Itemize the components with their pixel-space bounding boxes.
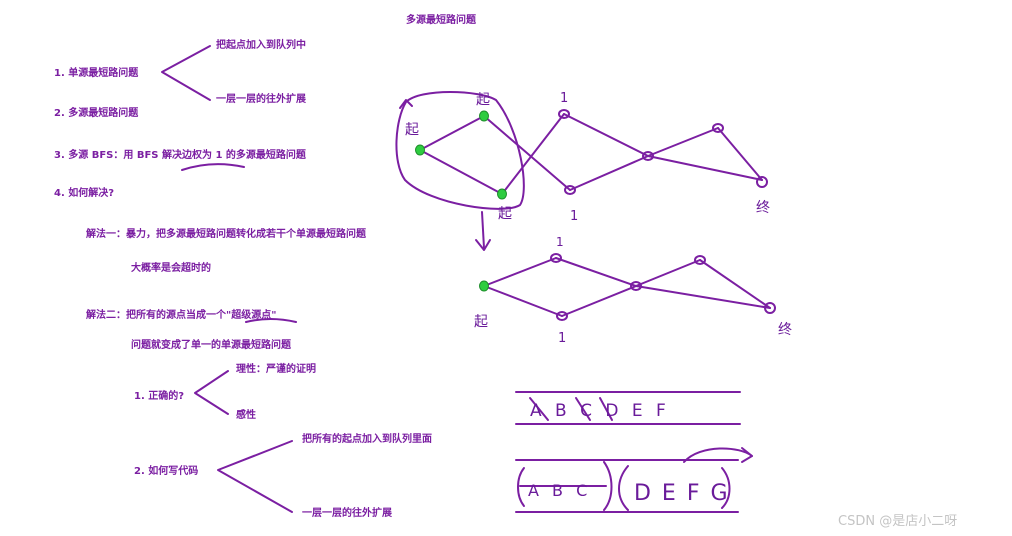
underline-edge-weight — [181, 163, 245, 171]
bracket-write-code — [217, 440, 293, 513]
queue-top-letters: A B C D E F — [530, 401, 670, 421]
bracket-correctness — [194, 370, 229, 415]
solution-two-note: 问题就变成了单一的单源最短路问题 — [131, 340, 291, 351]
edge — [647, 155, 763, 181]
source-node — [479, 110, 489, 122]
branch-enqueue-all: 把所有的起点加入到队列里面 — [302, 434, 432, 445]
start-mark: 起 — [476, 92, 490, 108]
group-paren-left — [618, 465, 629, 511]
start-mark: 起 — [405, 122, 419, 138]
edge — [647, 127, 719, 157]
branch-rational: 理性：严谨的证明 — [236, 364, 316, 375]
graph-node — [630, 281, 642, 291]
edge — [635, 285, 771, 309]
graph-node — [694, 255, 706, 265]
edge — [569, 155, 649, 191]
edge — [699, 259, 771, 309]
end-mark: 终 — [756, 200, 770, 216]
graph-node — [642, 151, 654, 161]
edge — [419, 149, 503, 195]
edge — [563, 113, 649, 157]
layer-label: 1 — [558, 331, 566, 346]
graph-node-end — [756, 176, 768, 188]
graph-node — [550, 253, 562, 263]
start-mark: 起 — [474, 314, 488, 330]
down-arrow-head-icon — [475, 239, 491, 251]
edge — [717, 127, 763, 181]
down-arrow — [481, 211, 485, 249]
watermark: CSDN @是店小二呀 — [838, 514, 958, 529]
solution-one: 解法一：暴力，把多源最短路问题转化成若干个单源最短路问题 — [86, 229, 366, 240]
sub-write-code: 2. 如何写代码 — [134, 466, 199, 477]
source-node — [415, 144, 425, 156]
edge — [555, 257, 637, 287]
edge — [483, 285, 563, 317]
branch-expand-all: 一层一层的往外扩展 — [302, 508, 392, 519]
edge — [483, 257, 557, 287]
solution-two: 解法二：把所有的源点当成一个"超级源点" — [86, 310, 277, 321]
edge — [483, 115, 571, 191]
super-source-loop — [395, 91, 525, 210]
graph-node — [556, 311, 568, 321]
branch-expand-layer: 一层一层的往外扩展 — [216, 94, 306, 105]
item-multi-bfs: 3. 多源 BFS：用 BFS 解决边权为 1 的多源最短路问题 — [54, 150, 306, 161]
branch-intuitive: 感性 — [236, 410, 256, 421]
start-mark: 起 — [498, 206, 512, 222]
source-node — [497, 188, 507, 200]
graph-node — [564, 185, 576, 195]
strike-mark — [575, 397, 591, 421]
edge — [419, 115, 485, 151]
solution-one-note: 大概率是会超时的 — [131, 263, 211, 274]
item-multi-source: 2. 多源最短路问题 — [54, 108, 139, 119]
edge — [501, 113, 565, 195]
graph-node — [558, 109, 570, 119]
item-single-source: 1. 单源最短路问题 — [54, 68, 139, 79]
page-title: 多源最短路问题 — [406, 15, 476, 26]
group-paren-left — [517, 467, 525, 507]
underline-super-source — [245, 318, 297, 323]
edge — [561, 285, 637, 317]
bracket-single-source — [161, 45, 211, 101]
graph-node — [712, 123, 724, 133]
sub-correctness: 1. 正确的? — [134, 391, 185, 402]
edge — [635, 259, 701, 287]
layer-label: 1 — [556, 235, 564, 249]
item-how-to-solve: 4. 如何解决? — [54, 188, 115, 199]
group-paren-right — [721, 467, 731, 509]
strike-mark — [599, 397, 613, 421]
queue-group-dequeued: A B C — [528, 481, 591, 500]
layer-label: 1 — [560, 91, 568, 106]
branch-enqueue-start: 把起点加入到队列中 — [216, 40, 306, 51]
enqueue-arrow-head-icon — [741, 447, 753, 463]
source-node-super — [479, 280, 489, 292]
end-mark: 终 — [778, 322, 792, 338]
queue-group-next: D E F G — [634, 481, 730, 506]
loop-arrow-icon — [399, 99, 413, 109]
strike-mark — [529, 397, 549, 421]
layer-label: 1 — [570, 209, 578, 224]
group-paren-right — [603, 461, 613, 511]
graph-node-end — [764, 302, 776, 314]
